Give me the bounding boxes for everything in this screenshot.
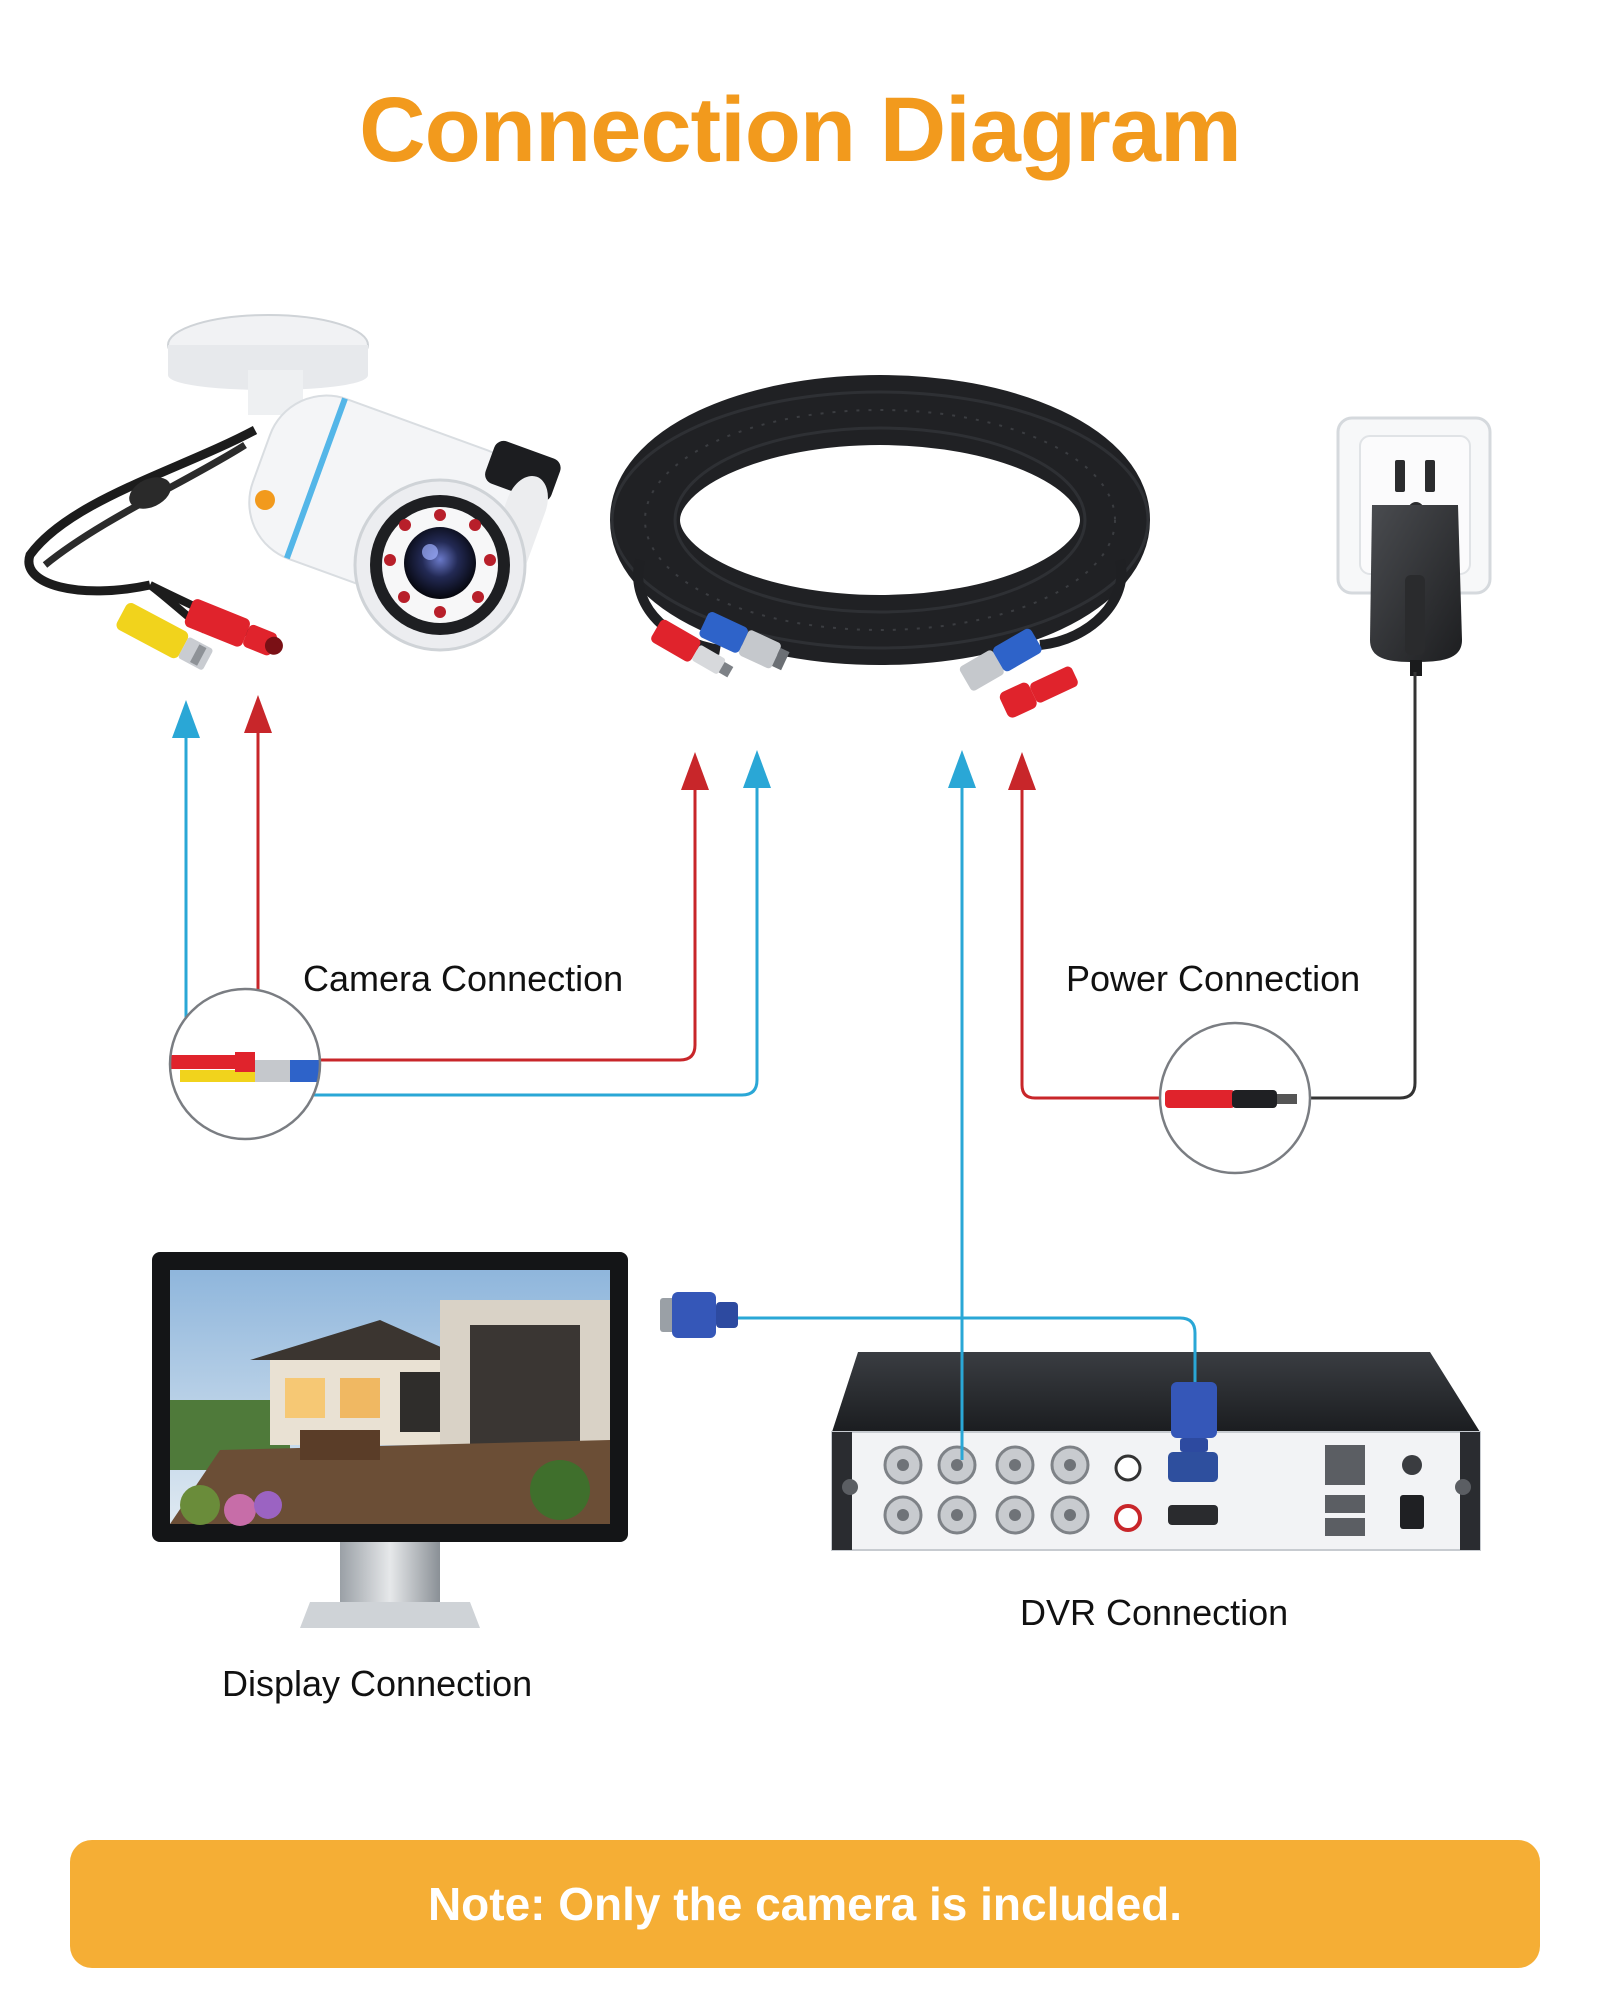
label-display-connection: Display Connection — [222, 1663, 533, 1704]
arrow-camera-video — [172, 700, 200, 738]
power-outlet-adapter — [1336, 416, 1492, 676]
magnifier-camera-plug — [168, 987, 322, 1141]
bullet-camera — [24, 314, 561, 670]
note-text: Note: Only the camera is included. — [427, 1878, 1183, 1930]
note-banner: Note: Only the camera is included. — [70, 1840, 1540, 1968]
vga-plug-dvr — [1171, 1382, 1217, 1452]
arrow-coil-video-right — [948, 750, 976, 788]
page-title: Connection Diagram — [359, 79, 1242, 181]
label-power-connection: Power Connection — [1066, 958, 1361, 999]
arrow-coil-power-right — [1008, 752, 1036, 790]
arrow-coil-power-left — [681, 752, 709, 790]
label-dvr-connection: DVR Connection — [1020, 1592, 1289, 1633]
arrow-camera-power — [244, 695, 272, 733]
connection-lines — [184, 672, 1417, 1460]
arrowheads — [172, 695, 1036, 790]
dvr-power-line — [1020, 772, 1180, 1100]
arrow-coil-video-left — [743, 750, 771, 788]
label-camera-connection: Camera Connection — [303, 958, 624, 999]
adapter-power-line — [1290, 672, 1417, 1100]
camera-power-line — [256, 715, 697, 1062]
vga-plug-monitor — [660, 1292, 738, 1338]
extension-cable-coil — [610, 375, 1150, 718]
dvr-recorder — [831, 1352, 1481, 1551]
display-monitor — [152, 1252, 628, 1628]
magnifier-power-plug — [1158, 1021, 1312, 1175]
vga-line — [738, 1316, 1197, 1382]
